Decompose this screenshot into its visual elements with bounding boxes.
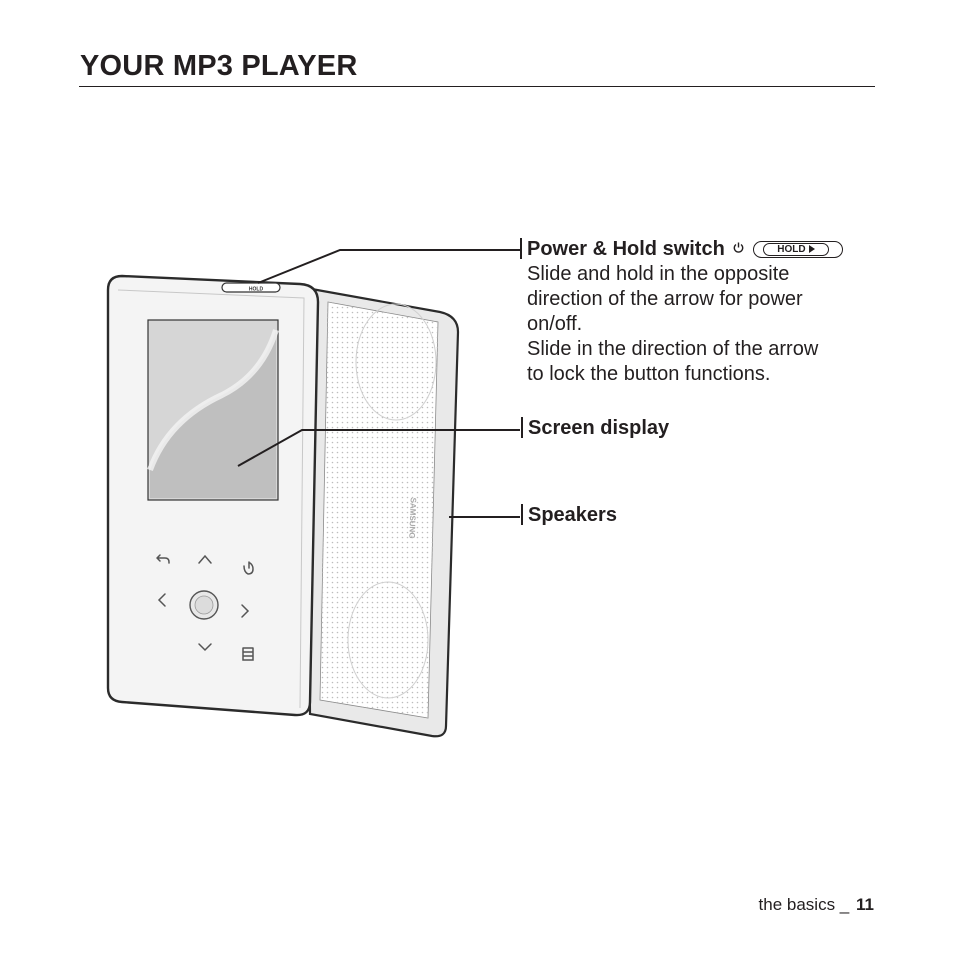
back-icon[interactable] [156,554,170,564]
page-title: YOUR MP3 PLAYER [80,50,358,82]
callout-marker [521,417,523,438]
device-body: HOLD [106,274,320,717]
arrow-right-icon [808,245,815,254]
up-icon[interactable] [198,554,212,564]
speaker-unit: SAMSUNG [304,286,460,738]
callout-speakers: Speakers [521,503,617,528]
control-pad [156,554,254,661]
callout-power-hold-line-2: direction of the arrow for power [527,288,803,310]
leader-screen [237,429,520,467]
callout-power-hold-line-5: to lock the button functions. [527,363,771,385]
speaker-grille-top [355,303,437,421]
menu-icon[interactable] [242,647,254,661]
callout-power-hold: Power & Hold switch HOLD Slide and hold … [520,237,867,387]
hold-icon-text: HOLD [777,244,806,256]
callout-speakers-label: Speakers [528,504,617,526]
callout-power-hold-label: Power & Hold switch [527,238,725,260]
callout-marker [520,238,522,259]
callout-power-hold-line-3: on/off. [527,313,583,335]
title-divider [79,86,875,87]
speaker-brand-text: SAMSUNG [407,497,417,538]
callout-power-hold-line-1: Slide and hold in the opposite [527,263,790,285]
page-footer: the basics _ 11 [759,895,874,915]
power-icon [734,242,744,253]
leader-power-hold [257,249,520,284]
power-icon[interactable] [243,561,254,575]
speaker-grille-bottom [347,581,429,699]
right-icon[interactable] [241,604,250,618]
power-hold-switch[interactable] [221,282,281,293]
callout-screen-label: Screen display [528,417,670,439]
callout-power-hold-line-4: Slide in the direction of the arrow [527,338,819,360]
switch-hold-text: HOLD [249,287,264,293]
left-icon[interactable] [157,593,166,607]
callout-screen: Screen display [521,416,670,441]
hold-switch-icon: HOLD [752,241,843,259]
footer-section: the basics _ [758,895,850,914]
down-icon[interactable] [198,643,212,652]
page-number: 11 [856,895,874,914]
callout-marker [521,504,523,525]
leader-lines [237,249,520,518]
